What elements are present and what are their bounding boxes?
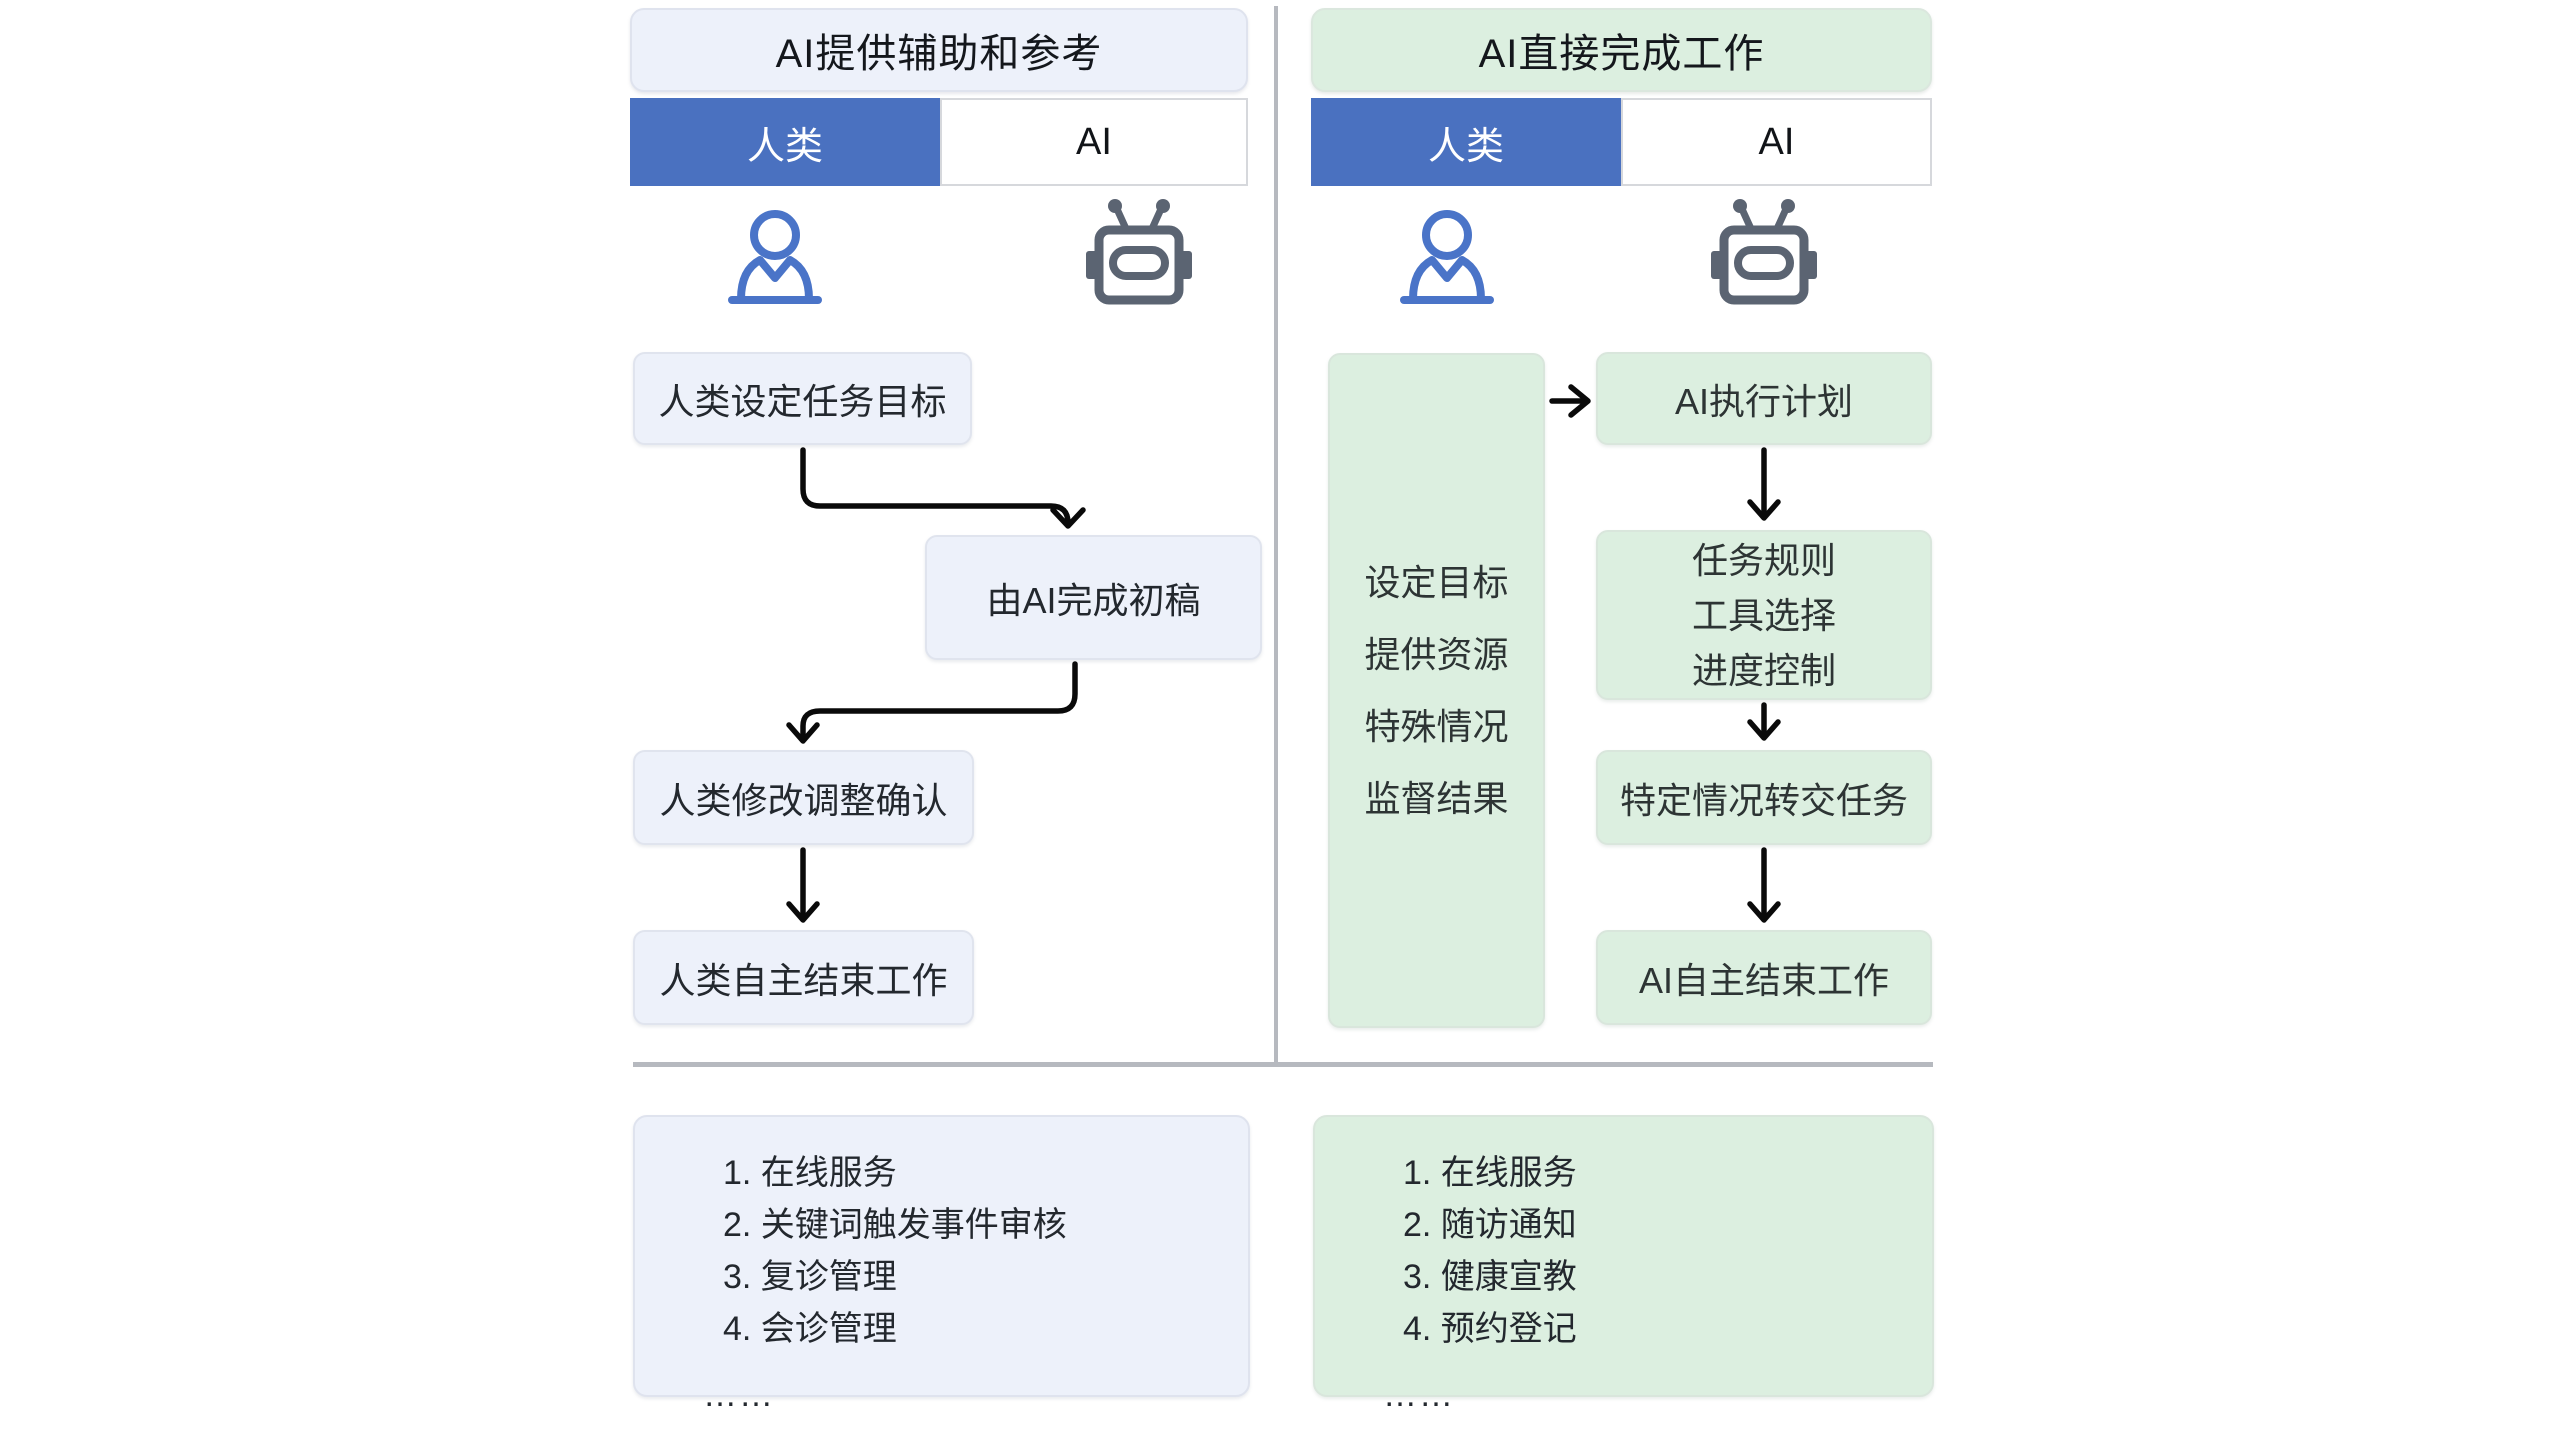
list-item: 3. 健康宣教 bbox=[1403, 1258, 1577, 1296]
step-ai-draft: 由AI完成初稿 bbox=[925, 535, 1262, 660]
arrow-goal-to-draft bbox=[800, 447, 1086, 529]
left-tab-human: 人类 bbox=[630, 98, 940, 186]
list-item: 2. 随访通知 bbox=[1403, 1206, 1577, 1244]
plan-line: 工具选择 bbox=[1691, 594, 1836, 636]
arrow-handoff-to-finish bbox=[1747, 847, 1781, 923]
step-ai-execute-label: AI执行计划 bbox=[1674, 380, 1853, 422]
right-example-list: 1. 在线服务 2. 随访通知 3. 健康宣教 4. 预约登记 …… bbox=[1313, 1115, 1934, 1414]
right-tab-human-label: 人类 bbox=[1427, 125, 1504, 168]
right-panel-title-label: AI直接完成工作 bbox=[1478, 32, 1765, 76]
human-role-line: 特殊情况 bbox=[1364, 705, 1509, 747]
list-item: 1. 在线服务 bbox=[1403, 1154, 1577, 1192]
step-ai-finish-label: AI自主结束工作 bbox=[1638, 959, 1889, 1001]
arrow-draft-to-revise bbox=[786, 661, 1078, 744]
right-tab-human: 人类 bbox=[1311, 98, 1621, 186]
step-set-goal-label: 人类设定任务目标 bbox=[658, 380, 947, 422]
step-plan-rules: 任务规则 工具选择 进度控制 bbox=[1596, 530, 1932, 700]
list-item: 1. 在线服务 bbox=[723, 1154, 897, 1192]
robot-icon bbox=[1711, 199, 1817, 305]
list-item: 4. 会诊管理 bbox=[723, 1310, 897, 1348]
human-role-line: 监督结果 bbox=[1364, 777, 1509, 819]
left-tab-ai-label: AI bbox=[1076, 120, 1112, 163]
plan-line: 进度控制 bbox=[1691, 649, 1836, 691]
left-tab-human-label: 人类 bbox=[746, 125, 823, 168]
right-tab-ai-label: AI bbox=[1758, 120, 1795, 163]
human-icon bbox=[728, 210, 822, 304]
vertical-divider bbox=[1274, 6, 1278, 1064]
arrow-revise-to-finish bbox=[786, 847, 820, 923]
horizontal-divider bbox=[633, 1062, 1933, 1067]
step-handoff-label: 特定情况转交任务 bbox=[1619, 779, 1908, 821]
right-panel-title: AI直接完成工作 bbox=[1311, 8, 1932, 92]
step-human-revise-label: 人类修改调整确认 bbox=[659, 779, 948, 821]
list-ellipsis: …… bbox=[1383, 1376, 1455, 1414]
step-human-finish-label: 人类自主结束工作 bbox=[659, 959, 948, 1001]
step-human-finish: 人类自主结束工作 bbox=[633, 930, 974, 1025]
left-example-list: 1. 在线服务 2. 关键词触发事件审核 3. 复诊管理 4. 会诊管理 …… bbox=[633, 1115, 1250, 1414]
step-ai-execute: AI执行计划 bbox=[1596, 352, 1932, 445]
arrow-plan-to-handoff bbox=[1747, 702, 1781, 741]
right-tab-ai: AI bbox=[1621, 98, 1932, 186]
robot-icon bbox=[1086, 199, 1192, 305]
human-icon bbox=[1400, 210, 1494, 304]
list-ellipsis: …… bbox=[703, 1376, 775, 1414]
human-role-line: 设定目标 bbox=[1364, 561, 1509, 603]
step-ai-draft-label: 由AI完成初稿 bbox=[986, 579, 1201, 621]
list-item: 3. 复诊管理 bbox=[723, 1258, 897, 1296]
list-item: 2. 关键词触发事件审核 bbox=[723, 1206, 1067, 1244]
plan-line: 任务规则 bbox=[1691, 539, 1836, 581]
list-item: 4. 预约登记 bbox=[1403, 1310, 1577, 1348]
left-panel-title-label: AI提供辅助和参考 bbox=[775, 32, 1103, 76]
step-human-revise: 人类修改调整确认 bbox=[633, 750, 974, 845]
arrow-execute-to-plan bbox=[1747, 447, 1781, 521]
left-panel-title: AI提供辅助和参考 bbox=[630, 8, 1248, 92]
human-role-line: 提供资源 bbox=[1364, 633, 1509, 675]
step-ai-finish: AI自主结束工作 bbox=[1596, 930, 1932, 1025]
step-handoff: 特定情况转交任务 bbox=[1596, 750, 1932, 845]
step-set-goal: 人类设定任务目标 bbox=[633, 352, 972, 445]
arrow-role-to-execute bbox=[1549, 384, 1591, 418]
human-role-box: 设定目标 提供资源 特殊情况 监督结果 bbox=[1328, 353, 1545, 1028]
left-tab-ai: AI bbox=[940, 98, 1248, 186]
